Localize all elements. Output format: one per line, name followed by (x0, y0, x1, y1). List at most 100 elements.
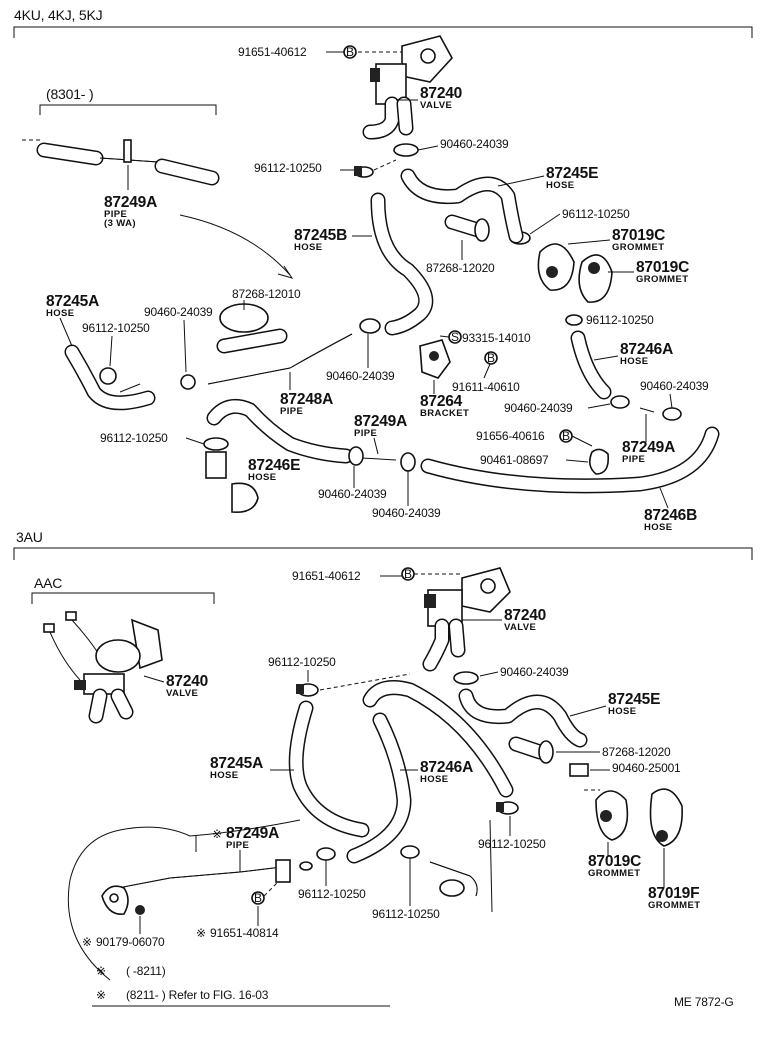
leader (183, 319, 187, 373)
bracket-87264-drawing (419, 339, 451, 379)
leader (319, 673, 411, 691)
callout-87268-12010: 87268-12010 (232, 287, 301, 301)
callout-87249A-mid-pn: 87249A (354, 413, 407, 430)
callout-90460-24039-d: 90460-24039 (640, 379, 709, 393)
callout-87240-sub: VALVE (420, 100, 452, 111)
callout-90179-06070: 90179-06070 (96, 935, 165, 949)
leader (417, 145, 439, 151)
callout-87245E-bottom-pn: 87245E (608, 691, 660, 708)
callout-87245A-sub: HOSE (46, 308, 75, 319)
callout-87249A-bottom-sub: PIPE (226, 840, 249, 851)
callout-87249A-pn: 87249A (104, 194, 157, 211)
callout-96112-10250-c: 96112-10250 (82, 321, 150, 335)
clip-90461-drawing (588, 448, 610, 475)
callout-87268-12020: 87268-12020 (426, 261, 495, 275)
callout-87245B-pn: 87245B (294, 227, 347, 244)
leader (489, 819, 493, 913)
leader (571, 435, 593, 447)
bolt-symbol: B (401, 567, 415, 581)
callout-90460-24039-c: 90460-24039 (326, 369, 395, 383)
svg-text:B: B (404, 567, 412, 581)
leader (439, 335, 450, 338)
callout-90460-24039-g: 90460-24039 (372, 506, 441, 520)
leader (669, 393, 673, 409)
callout-91651-40612: 91651-40612 (238, 45, 307, 59)
pipe-87249A-mid-drawing (348, 446, 416, 472)
callout-90460-24039-b: 90460-24039 (144, 305, 213, 319)
arrow-head (277, 265, 294, 279)
valve-87240-bottom-drawing (422, 567, 511, 672)
callout-87264-sub: BRACKET (420, 408, 469, 419)
hose-87245A-drawing (64, 344, 196, 411)
callout-90460-24039-e: 90460-24039 (504, 401, 573, 415)
callout-87019C-b-pn: 87019C (636, 259, 689, 276)
callout-96112-10250-bottom-a: 96112-10250 (268, 655, 336, 669)
callout-87019C-b-sub: GROMMET (636, 274, 688, 285)
callout-87245A-pn: 87245A (46, 293, 99, 310)
leader (659, 487, 669, 509)
callout-87246A-sub: HOSE (620, 356, 649, 367)
leader (373, 437, 379, 455)
section-bracket-bottom (13, 547, 753, 560)
callout-87268-12020-bottom: 87268-12020 (602, 745, 671, 759)
callout-87240-bottom-sub: VALVE (504, 622, 536, 633)
leader (565, 459, 589, 463)
callout-87249A-mid-sub: PIPE (354, 428, 377, 439)
callout-87264-pn: 87264 (420, 393, 463, 410)
svg-text:B: B (562, 429, 570, 443)
callout-87240-aac-sub: VALVE (166, 688, 198, 699)
note-mark: ※ (212, 827, 222, 841)
svg-text:B: B (487, 351, 495, 365)
note-mark: ※ (196, 926, 206, 940)
leader (483, 363, 491, 379)
hose-87246B-drawing (420, 426, 720, 494)
leader (587, 403, 611, 409)
callout-87019C-a-pn: 87019C (612, 227, 665, 244)
callout-87245E-sub: HOSE (546, 180, 575, 191)
callout-87245E-pn: 87245E (546, 165, 598, 182)
section-header-bottom: 3AU (16, 529, 43, 545)
bolt-symbol: B (251, 891, 265, 905)
callout-93315-14010: 93315-14010 (462, 331, 531, 345)
callout-90461-08697: 90461-08697 (480, 453, 549, 467)
hose-87245E-drawing (400, 168, 524, 244)
screw-symbol: S (448, 330, 462, 344)
leader (263, 881, 279, 897)
callout-96112-10250-bottom-c: 96112-10250 (298, 887, 366, 901)
svg-text:B: B (346, 45, 354, 59)
fitting-bottom-drawing (429, 861, 478, 897)
callout-87245B-sub: HOSE (294, 242, 323, 253)
note-mark: ※ (96, 988, 106, 1002)
fitting-drawing (203, 437, 259, 514)
callout-87240-pn: 87240 (420, 85, 462, 102)
callout-87249A-sub: PIPE (104, 209, 127, 220)
callout-96112-10250-d: 96112-10250 (586, 313, 654, 327)
cap-bottom-drawing (508, 736, 554, 764)
valve-87240-drawing (362, 35, 453, 140)
note-1: ( -8211) (126, 964, 166, 978)
three-way-pipe-drawing (20, 139, 220, 186)
section-bracket-top (13, 26, 753, 38)
leader (109, 335, 113, 367)
callout-87240-bottom-pn: 87240 (504, 607, 546, 624)
section-header-top: 4KU, 4KJ, 5KJ (14, 7, 102, 23)
hose-87245E-bottom-drawing (458, 688, 588, 748)
pipe-87248A-drawing (207, 318, 381, 385)
callout-87245A-bottom-pn: 87245A (210, 755, 263, 772)
callout-90460-24039-a: 90460-24039 (440, 137, 509, 151)
callout-87246E-sub: HOSE (248, 472, 277, 483)
leader (569, 705, 607, 717)
callout-87019C-bottom-sub: GROMMET (588, 868, 640, 879)
leader (529, 213, 561, 235)
cap-87268-12020-drawing (444, 214, 490, 242)
callout-91651-40814: 91651-40814 (210, 926, 279, 940)
callout-90460-24039-bottom: 90460-24039 (500, 665, 569, 679)
callout-87246E-pn: 87246E (248, 457, 300, 474)
callout-91651-40612-bottom: 91651-40612 (292, 569, 361, 583)
callout-87245E-bottom-sub: HOSE (608, 706, 637, 717)
grommet-87019C-drawings (537, 243, 613, 303)
callout-90460-24039-f: 90460-24039 (318, 487, 387, 501)
callout-87245A-bottom-sub: HOSE (210, 770, 239, 781)
engine-body-drawing (67, 819, 313, 981)
